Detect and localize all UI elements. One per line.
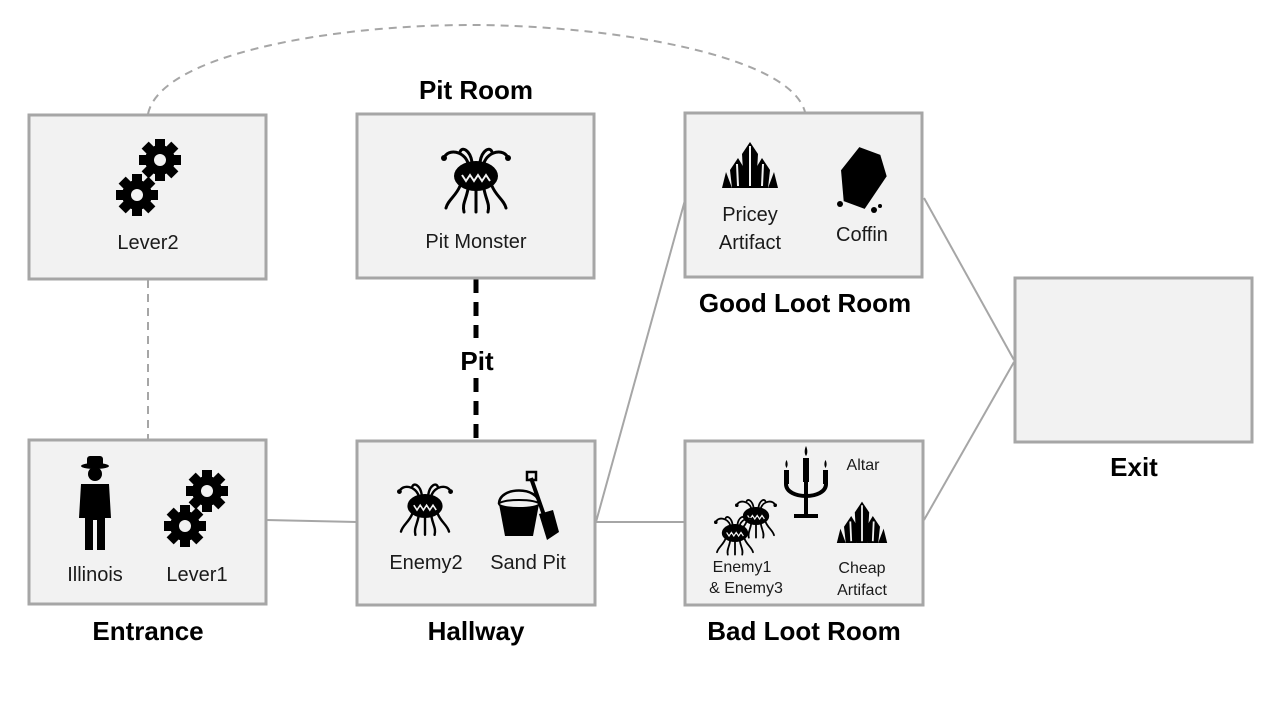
gears-icon — [139, 139, 181, 181]
coffin-label: Coffin — [836, 224, 888, 246]
bad-loot-room-title: Bad Loot Room — [707, 616, 901, 646]
secret-passage-arc — [147, 23, 806, 115]
cheap-artifact-label-2: Artifact — [837, 582, 887, 599]
enemy3-label: & Enemy3 — [709, 580, 783, 597]
lever1-label: Lever1 — [166, 564, 227, 586]
lever1-gears-icon — [186, 470, 228, 512]
room-hallway[interactable]: Enemy2 Sand Pit — [355, 439, 597, 607]
lever1-gears-icon-second — [164, 505, 206, 547]
hallway-good-loot-link — [595, 199, 686, 523]
good-loot-room-title: Good Loot Room — [699, 288, 911, 318]
entrance-hallway-link — [265, 519, 358, 523]
pit-room-title: Pit Room — [419, 75, 533, 105]
enemy2-label: Enemy2 — [389, 552, 462, 574]
good-loot-exit-link — [923, 197, 1015, 361]
bad-loot-exit-link — [923, 361, 1015, 521]
enemy1-label: Enemy1 — [713, 559, 772, 576]
pricey-artifact-label-2: Artifact — [719, 232, 782, 254]
room-pit-room[interactable]: Pit Monster — [355, 112, 596, 280]
hallway-title: Hallway — [428, 616, 525, 646]
pricey-artifact-label-1: Pricey — [722, 204, 778, 226]
altar-label: Altar — [847, 457, 881, 474]
pit-monster-label: Pit Monster — [425, 231, 526, 253]
gears-icon-second — [116, 174, 158, 216]
pit-label: Pit — [460, 346, 494, 376]
sand-pit-label: Sand Pit — [490, 552, 566, 574]
cheap-artifact-label-1: Cheap — [838, 560, 885, 577]
room-bad-loot[interactable]: Altar Enemy1 & Enemy3 Cheap Artifact — [683, 439, 925, 607]
entrance-title: Entrance — [92, 616, 203, 646]
exit-title: Exit — [1110, 452, 1158, 482]
room-good-loot[interactable]: Pricey Artifact Coffin — [683, 111, 924, 279]
lever2-label: Lever2 — [117, 232, 178, 254]
illinois-label: Illinois — [67, 564, 123, 586]
room-lever2[interactable]: Lever2 — [27, 113, 268, 281]
room-entrance[interactable]: Illinois Lever1 — [27, 438, 268, 606]
room-exit[interactable] — [1013, 276, 1254, 444]
